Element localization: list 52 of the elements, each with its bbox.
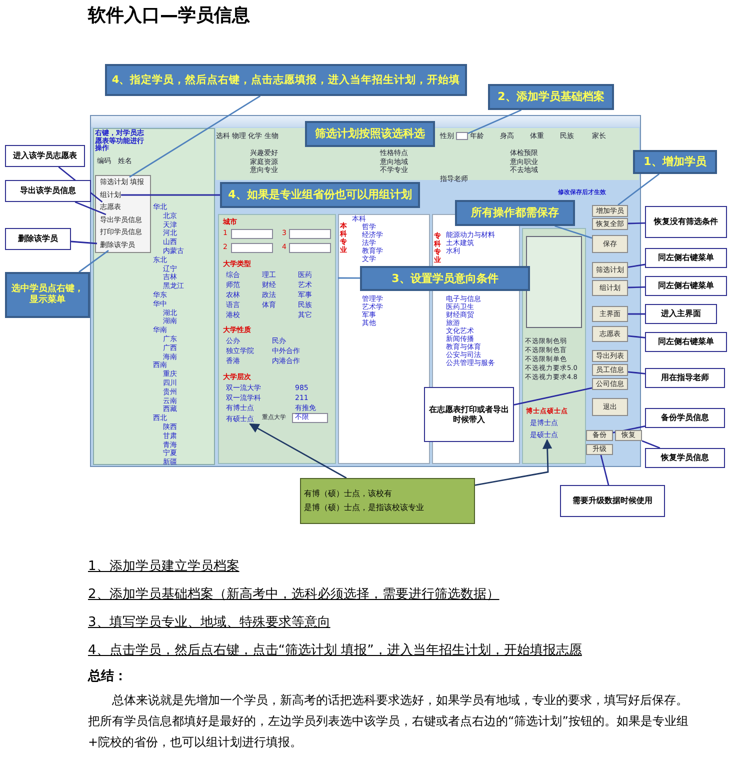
leader-line bbox=[514, 387, 592, 406]
summary-paragraph: 总体来说就是先增加一个学员，新高考的话把选科要求选好，如果学员有地域，专业的要求，填写好后保存。把所有学员信息都填好是最好的，左边学员列表选中该学员，右键或者点右边的“筛选计划”按钮的。如果是专业组+院校的省份，也可以组计划进行填报。 bbox=[88, 692, 690, 751]
leader-line bbox=[628, 335, 646, 338]
leader-line bbox=[338, 277, 360, 279]
leader-line bbox=[628, 371, 646, 374]
note-box: 删除该学员 bbox=[5, 228, 71, 250]
note-box: 导出该学员信息 bbox=[5, 180, 91, 202]
note-box: 恢复学员信息 bbox=[645, 448, 725, 468]
note-box: 同左侧右键菜单 bbox=[645, 276, 727, 296]
page-title: 软件入口—学员信息 bbox=[88, 6, 250, 26]
note-text: 有博（硕）士点，该校有 bbox=[304, 489, 392, 499]
step-text: 2、添加学员基础档案（新高考中，选科必须选择，需要进行筛选数据） bbox=[88, 588, 500, 602]
leader-line bbox=[628, 286, 646, 288]
step-text: 4、点击学员，然后点右键，点击“筛选计划 填报”，进入当年招生计划，开始填报志愿 bbox=[88, 644, 582, 658]
callout-box: 3、设置学员意向条件 bbox=[360, 266, 530, 291]
arrow bbox=[474, 439, 552, 486]
step-text: 1、添加学员建立学员档案 bbox=[88, 560, 240, 574]
note-box: 同左侧右键菜单 bbox=[645, 248, 727, 268]
leader-line bbox=[468, 109, 522, 134]
leader-line bbox=[74, 201, 106, 216]
callout-box: 4、如果是专业组省份也可以用组计划 bbox=[220, 182, 420, 208]
leader-line bbox=[121, 194, 220, 196]
leader-line bbox=[70, 240, 98, 244]
note-box bbox=[300, 478, 475, 524]
callout-box: 4、指定学员，然后点右键，点击志愿填报，进入当年招生计划，开始填 bbox=[105, 64, 467, 96]
leader-line bbox=[618, 173, 660, 206]
leader-line bbox=[628, 222, 646, 224]
callout-box: 1、增加学员 bbox=[633, 150, 717, 174]
note-box: 需要升级数据时候使用 bbox=[560, 485, 665, 517]
leader-line bbox=[129, 95, 261, 178]
leader-line bbox=[554, 225, 592, 239]
leader-line bbox=[628, 264, 646, 268]
input-field bbox=[456, 132, 468, 140]
step-text: 3、填写学员专业、地域、特殊要求等意向 bbox=[88, 616, 330, 630]
leader-line bbox=[78, 250, 109, 273]
note-box: 在志愿表打印或者导出时候带入 bbox=[424, 387, 514, 442]
note-box: 进入该学员志愿表 bbox=[5, 145, 85, 167]
note-box: 备份学员信息 bbox=[645, 408, 725, 428]
section-heading: 总结： bbox=[88, 670, 127, 684]
arrow bbox=[249, 423, 347, 479]
leader-line bbox=[642, 440, 660, 449]
leader-line bbox=[628, 313, 645, 315]
note-box: 进入主界面 bbox=[645, 304, 717, 324]
callout-box: 2、添加学员基础档案 bbox=[488, 84, 614, 110]
note-box: 恢复没有筛选条件 bbox=[645, 206, 727, 238]
callout-box: 选中学员点右键，显示菜单 bbox=[5, 272, 90, 318]
callout-box: 所有操作都需保存 bbox=[455, 200, 575, 226]
callout-box: 筛选计划按照该选科选 bbox=[305, 121, 435, 147]
note-text: 是博（硕）士点，是指该校该专业 bbox=[304, 503, 424, 513]
leader-line bbox=[612, 426, 646, 434]
note-box: 同左侧右键菜单 bbox=[645, 332, 727, 352]
note-box: 用在指导老师 bbox=[645, 368, 725, 388]
